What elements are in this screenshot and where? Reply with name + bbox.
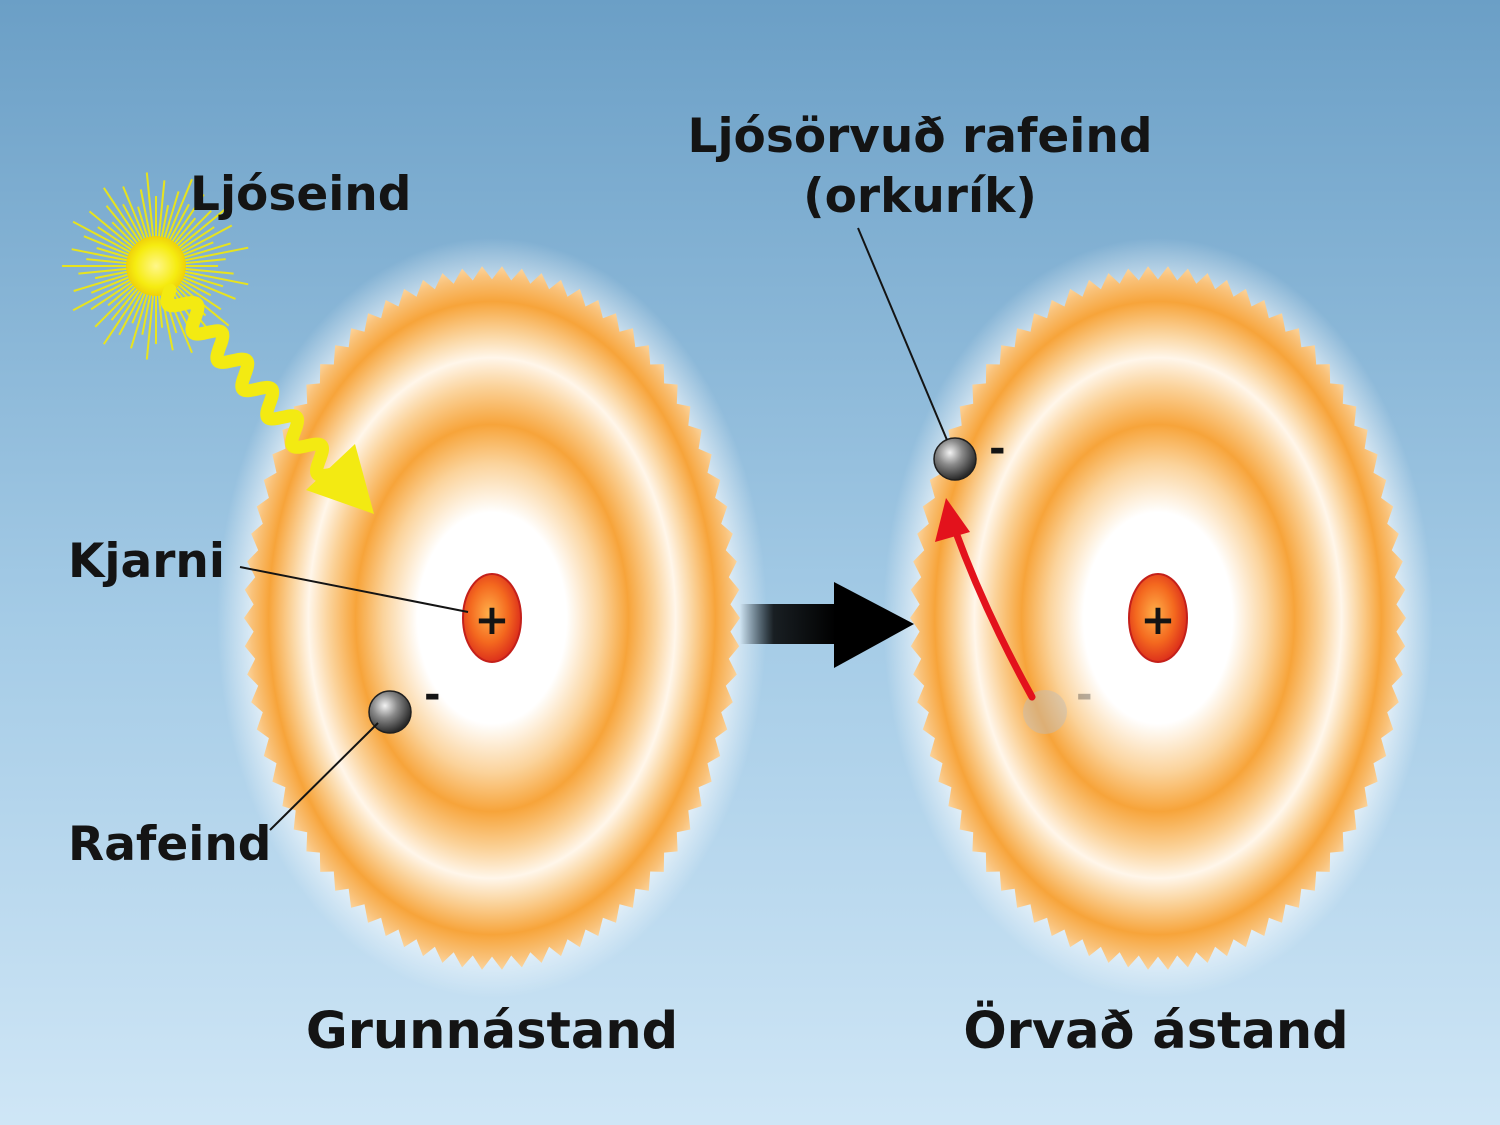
ground-state-atom: + -: [217, 238, 767, 998]
sun-ray: [145, 285, 155, 360]
excited-state-caption: Örvað ástand: [963, 999, 1348, 1061]
sun-ray: [71, 248, 137, 264]
sun-ray: [166, 193, 205, 250]
excited-state-atom: + - -: [883, 238, 1433, 998]
sun-ray: [175, 246, 249, 264]
former-electron-charge: -: [1076, 672, 1093, 718]
excited-electron-leader-line: [857, 227, 948, 441]
electron-charge: -: [424, 672, 441, 718]
electron-label: Rafeind: [68, 817, 271, 872]
photon-label: Ljóseind: [190, 167, 411, 222]
electron: [368, 690, 412, 734]
sun-ray: [72, 220, 139, 258]
sun-ray: [122, 186, 150, 248]
excited-electron-charge: -: [989, 426, 1006, 472]
nucleus-leader-line: [239, 566, 469, 613]
excited-electron: [933, 437, 977, 481]
sun-ray: [130, 284, 152, 349]
sun-ray: [145, 172, 155, 247]
state-change-arrow: [740, 582, 914, 668]
sun-ray: [102, 187, 146, 250]
excited-electron-label-line1: Ljósörvuð rafeind: [688, 109, 1153, 164]
sun-ray: [170, 205, 230, 255]
sun-ray: [88, 210, 142, 255]
nucleus: [1128, 573, 1188, 663]
nucleus-label: Kjarni: [68, 534, 225, 589]
sun-ray: [94, 279, 143, 328]
sun-ray: [162, 178, 193, 248]
nucleus-charge: +: [1140, 595, 1175, 644]
electron-leader-line: [269, 722, 379, 831]
sun-ray: [173, 224, 233, 258]
sun-ray: [157, 180, 166, 247]
sun-ray: [73, 270, 138, 292]
ground-state-caption: Grunnástand: [306, 1002, 678, 1061]
transition-arrow: [951, 526, 1036, 701]
sun-ray: [102, 282, 146, 345]
excited-electron-label-line2: (orkurík): [803, 169, 1037, 224]
photon-arrowhead: [306, 444, 374, 514]
sun-ray: [174, 272, 236, 300]
nucleus: [462, 573, 522, 663]
sun-ray: [72, 274, 139, 312]
photon-wave: [160, 283, 339, 483]
sun-ray: [175, 268, 249, 286]
transition-arrowhead: [935, 498, 970, 542]
nucleus-charge: +: [474, 595, 509, 644]
former-electron-position: [1023, 690, 1067, 734]
